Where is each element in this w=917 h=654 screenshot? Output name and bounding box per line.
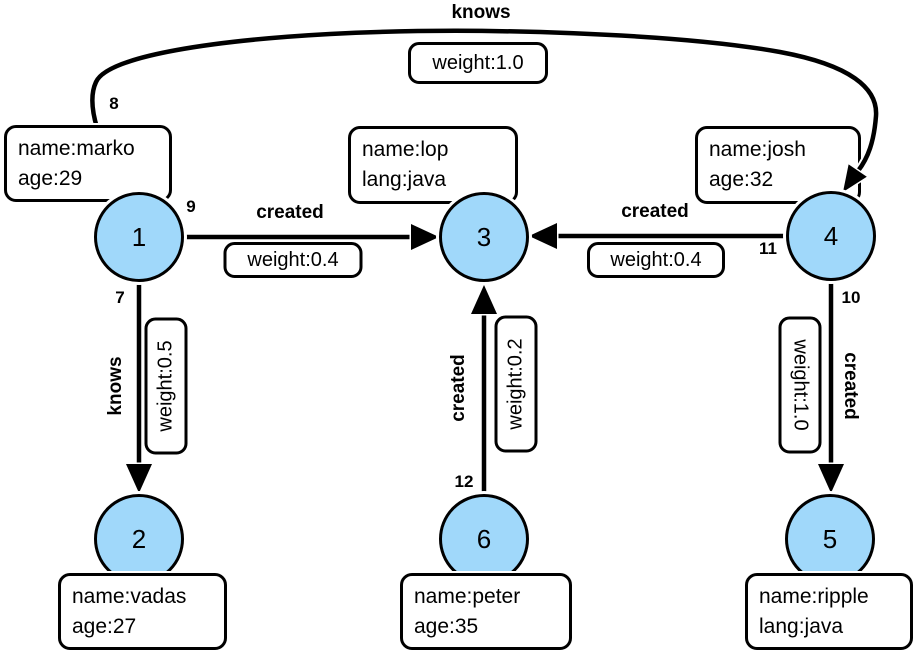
weight-text: weight:0.4 bbox=[247, 248, 339, 271]
node-2-properties-box: name:vadas age:27 bbox=[58, 573, 227, 650]
vertex-4: 4 bbox=[786, 191, 876, 281]
vertex-id: 1 bbox=[131, 221, 147, 252]
property-line: lang:java bbox=[759, 615, 844, 638]
weight-text: weight:1.0 bbox=[432, 51, 524, 74]
edge-10-id: 10 bbox=[841, 288, 861, 307]
vertex-2: 2 bbox=[94, 494, 184, 584]
node-6-properties-box: name:peter age:35 bbox=[400, 573, 572, 650]
vertex-id: 5 bbox=[822, 523, 838, 554]
edge-11-weight-box: weight:0.4 bbox=[587, 242, 725, 278]
edge-11-arrowhead bbox=[525, 220, 559, 252]
vertex-id: 6 bbox=[476, 523, 492, 554]
edge-8-knows-arc bbox=[90, 28, 879, 207]
edge-8-arrowhead bbox=[840, 161, 870, 196]
edge-8-id: 8 bbox=[109, 94, 119, 113]
edge-7-arrowhead bbox=[123, 462, 155, 497]
weight-text: weight:0.2 bbox=[504, 338, 527, 430]
edge-7-id: 7 bbox=[115, 288, 125, 307]
edge-12-weight-box: weight:0.2 bbox=[494, 315, 538, 453]
edge-8-weight-box: weight:1.0 bbox=[408, 42, 548, 84]
edge-10-label: created bbox=[840, 352, 861, 420]
edge-12-label: created bbox=[448, 354, 469, 422]
property-line: age:32 bbox=[709, 168, 774, 191]
edge-9-arrowhead bbox=[409, 221, 443, 253]
vertex-5: 5 bbox=[785, 494, 875, 584]
vertex-1: 1 bbox=[94, 192, 184, 282]
weight-text: weight:0.4 bbox=[610, 248, 702, 271]
edge-9-weight-box: weight:0.4 bbox=[223, 242, 363, 278]
node-1-properties-box: name:marko age:29 bbox=[4, 125, 172, 202]
node-4-properties-box: name:josh age:32 bbox=[695, 126, 861, 204]
edge-10-weight-box: weight:1.0 bbox=[778, 316, 822, 454]
edge-8-label: knows bbox=[451, 2, 511, 23]
weight-text: weight:1.0 bbox=[789, 339, 812, 431]
edge-9-label: created bbox=[256, 202, 324, 223]
vertex-id: 3 bbox=[476, 221, 492, 252]
property-line: name:lop bbox=[362, 138, 449, 161]
edge-11-id: 11 bbox=[759, 239, 777, 258]
vertex-3: 3 bbox=[439, 192, 529, 282]
edge-7-label: knows bbox=[105, 356, 126, 416]
edge-12-arrowhead bbox=[468, 281, 500, 316]
property-line: name:peter bbox=[414, 585, 521, 608]
vertex-id: 4 bbox=[823, 220, 839, 251]
property-line: age:29 bbox=[18, 167, 83, 190]
weight-text: weight:0.5 bbox=[154, 340, 177, 432]
property-line: age:35 bbox=[414, 615, 479, 638]
edge-7-weight-box: weight:0.5 bbox=[144, 317, 188, 455]
property-line: name:ripple bbox=[759, 585, 869, 608]
edge-10-arrowhead bbox=[815, 462, 847, 497]
node-3-properties-box: name:lop lang:java bbox=[348, 126, 518, 204]
property-line: age:27 bbox=[72, 615, 137, 638]
vertex-6: 6 bbox=[439, 494, 529, 584]
edge-9-id: 9 bbox=[186, 197, 196, 216]
edge-12-id: 12 bbox=[454, 472, 474, 491]
property-line: name:vadas bbox=[72, 585, 187, 608]
edge-11-label: created bbox=[621, 201, 689, 222]
node-5-properties-box: name:ripple lang:java bbox=[745, 573, 913, 650]
property-line: lang:java bbox=[362, 168, 447, 191]
property-line: name:marko bbox=[18, 137, 135, 160]
vertex-id: 2 bbox=[131, 523, 147, 554]
property-line: name:josh bbox=[709, 138, 806, 161]
